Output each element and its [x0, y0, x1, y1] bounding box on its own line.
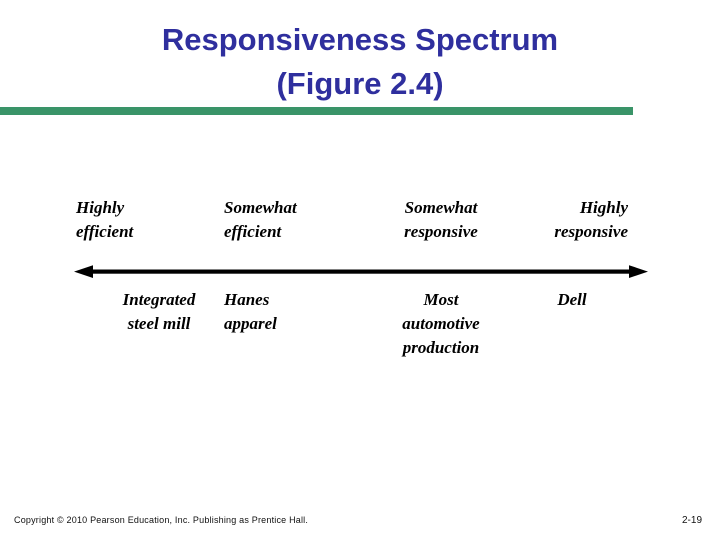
spectrum-example-integrated-steel-mill-line-1: Integrated	[122, 290, 196, 309]
spectrum-label-somewhat-responsive-line-1: Somewhat	[404, 198, 478, 217]
spectrum-example-integrated-steel-mill-line-2: steel mill	[127, 314, 191, 333]
spectrum-example-most-automotive-production-line-3: production	[402, 338, 480, 357]
spectrum-example-integrated-steel-mill: Integrated steel mill	[84, 288, 234, 336]
spectrum-example-hanes-apparel: Hanes apparel	[224, 288, 374, 336]
spectrum-label-somewhat-efficient-line-1: Somewhat	[224, 198, 297, 217]
spectrum-example-hanes-apparel-line-1: Hanes	[224, 290, 270, 309]
spectrum-label-highly-responsive: Highly responsive	[476, 196, 628, 244]
spectrum-label-somewhat-responsive: Somewhat responsive	[366, 196, 516, 244]
spectrum-example-most-automotive-production-line-1: Most	[423, 290, 459, 309]
responsiveness-spectrum-diagram: Highly efficient Somewhat efficient Some…	[74, 196, 648, 396]
spectrum-example-most-automotive-production-line-2: automotive	[402, 314, 480, 333]
spectrum-label-highly-efficient-line-2: efficient	[76, 222, 134, 241]
page-title-line-2: (Figure 2.4)	[276, 66, 444, 101]
spectrum-label-somewhat-responsive-line-2: responsive	[404, 222, 478, 241]
spectrum-label-highly-responsive-line-1: Highly	[579, 198, 628, 217]
spectrum-example-hanes-apparel-line-2: apparel	[224, 314, 277, 333]
spectrum-label-somewhat-efficient-line-2: efficient	[224, 222, 282, 241]
title-accent-rule	[0, 107, 633, 115]
footer-page-number: 2-19	[682, 515, 703, 526]
spectrum-scale-label-row: Highly efficient Somewhat efficient Some…	[76, 196, 646, 254]
spectrum-example-most-automotive-production: Most automotive production	[366, 288, 516, 360]
page-title: Responsiveness Spectrum (Figure 2.4)	[0, 18, 720, 106]
footer-copyright: Copyright © 2010 Pearson Education, Inc.…	[14, 515, 309, 525]
spectrum-label-highly-efficient: Highly efficient	[76, 196, 226, 244]
double-headed-arrow-icon	[74, 264, 648, 280]
spectrum-label-highly-responsive-line-2: responsive	[554, 222, 628, 241]
page-title-line-1: Responsiveness Spectrum	[161, 22, 559, 57]
spectrum-label-highly-efficient-line-1: Highly	[76, 198, 125, 217]
spectrum-example-dell: Dell	[516, 288, 628, 312]
spectrum-label-somewhat-efficient: Somewhat efficient	[224, 196, 374, 244]
spectrum-example-dell-line-1: Dell	[557, 290, 587, 309]
spectrum-example-row: Integrated steel mill Hanes apparel Most…	[76, 288, 646, 378]
